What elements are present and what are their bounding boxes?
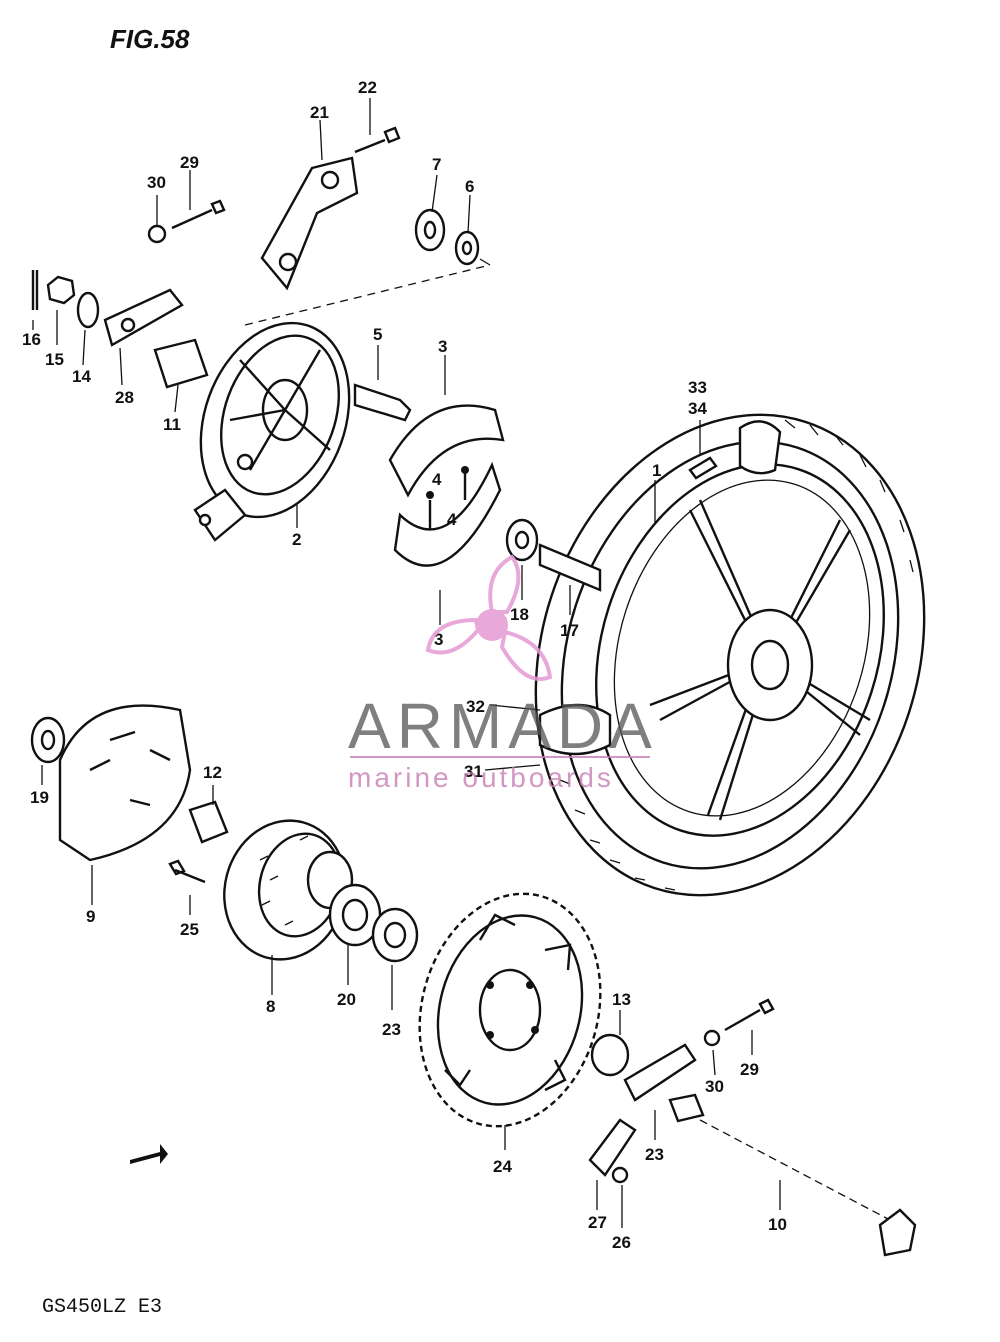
callout-19: 19 xyxy=(30,788,49,807)
callout-10: 10 xyxy=(768,1215,787,1234)
rear-axle-10 xyxy=(699,1119,891,1221)
callout-27: 27 xyxy=(588,1213,607,1232)
callout-30b: 30 xyxy=(705,1077,724,1096)
callout-30a: 30 xyxy=(147,173,166,192)
callout-26: 26 xyxy=(612,1233,631,1252)
callout-23a: 23 xyxy=(382,1020,401,1039)
callout-3b: 3 xyxy=(434,630,443,649)
callout-15: 15 xyxy=(45,350,64,369)
sprocket-hub-8 xyxy=(223,819,354,961)
propeller-logo-icon xyxy=(425,554,553,681)
bearing-19 xyxy=(30,716,66,764)
callout-12: 12 xyxy=(203,763,222,782)
bolt-22 xyxy=(354,126,401,154)
nut-26 xyxy=(611,1166,629,1184)
callout-21: 21 xyxy=(310,103,329,122)
nut-6 xyxy=(454,230,480,266)
rear-wheel xyxy=(534,413,926,897)
callout-4b: 4 xyxy=(447,510,457,529)
callout-32: 32 xyxy=(466,697,485,716)
washer-14 xyxy=(76,291,100,329)
chain-adjuster-28 xyxy=(103,288,184,347)
callout-28: 28 xyxy=(115,388,134,407)
callout-2: 2 xyxy=(292,530,301,549)
bolt-25 xyxy=(168,859,206,884)
torque-link xyxy=(260,156,359,291)
rear-sprocket-24 xyxy=(418,892,602,1128)
damper-9 xyxy=(58,704,192,862)
watermark-tagline: marine outboards xyxy=(348,762,614,793)
callout-6: 6 xyxy=(465,177,474,196)
nut-30-right xyxy=(703,1029,721,1047)
model-code: GS450LZ E3 xyxy=(42,1296,162,1319)
bearing-18 xyxy=(505,518,539,562)
nut-30-top xyxy=(147,224,167,244)
callout-18: 18 xyxy=(510,605,529,624)
callout-3a: 3 xyxy=(438,337,447,356)
callout-5: 5 xyxy=(373,325,382,344)
bolt-29-top xyxy=(171,199,226,230)
callout-13: 13 xyxy=(612,990,631,1009)
brake-shoes xyxy=(388,404,505,567)
callout-34: 34 xyxy=(688,399,707,418)
adjuster-plate-27 xyxy=(588,1118,637,1177)
brake-cam xyxy=(353,383,412,422)
callout-labels: 22 21 29 30 7 6 16 15 14 28 11 5 3 4 4 2… xyxy=(22,78,787,1252)
callout-17: 17 xyxy=(560,621,579,640)
callout-7: 7 xyxy=(432,155,441,174)
callout-24: 24 xyxy=(493,1157,512,1176)
callout-16: 16 xyxy=(22,330,41,349)
watermark-brand: ARMADA xyxy=(348,690,658,762)
callout-14: 14 xyxy=(72,367,91,386)
axle-nut-15 xyxy=(46,275,76,305)
figure-title: FIG.58 xyxy=(110,24,190,54)
callout-8: 8 xyxy=(266,997,275,1016)
seal-23 xyxy=(371,907,419,963)
armada-watermark: ARMADA marine outboards xyxy=(348,554,658,793)
callout-23b: 23 xyxy=(645,1145,664,1164)
spacer-13 xyxy=(590,1033,630,1077)
washer-7 xyxy=(414,208,446,252)
callout-29a: 29 xyxy=(180,153,199,172)
callout-1: 1 xyxy=(652,461,661,480)
callout-25: 25 xyxy=(180,920,199,939)
chain-adjuster-right xyxy=(623,1043,697,1102)
callout-20: 20 xyxy=(337,990,356,1009)
front-arrow-icon xyxy=(130,1144,168,1164)
callout-31: 31 xyxy=(464,762,483,781)
callout-22: 22 xyxy=(358,78,377,97)
cotter-pin-16 xyxy=(31,270,39,310)
callout-4a: 4 xyxy=(432,470,442,489)
spacer-12 xyxy=(188,800,229,844)
bolt-29-right xyxy=(724,998,775,1032)
callout-11: 11 xyxy=(163,415,181,434)
callout-29b: 29 xyxy=(740,1060,759,1079)
brake-panel xyxy=(193,321,351,542)
spacer-right xyxy=(668,1093,705,1123)
callout-9: 9 xyxy=(86,907,95,926)
spacer-11 xyxy=(153,338,209,389)
callout-33: 33 xyxy=(688,378,707,397)
spacer-17 xyxy=(538,543,602,592)
